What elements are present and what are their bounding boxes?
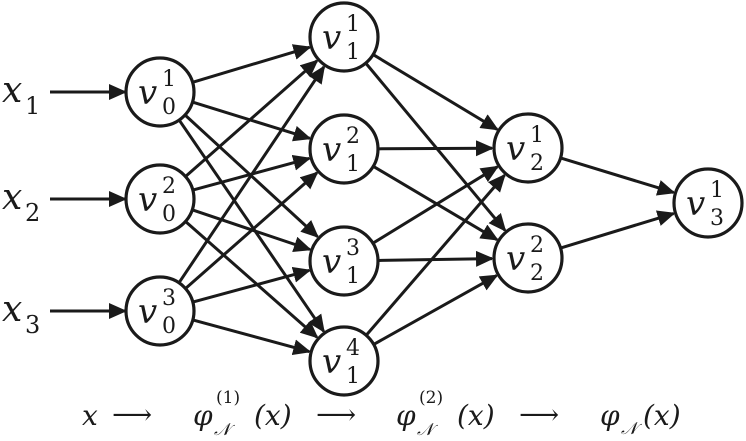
caption-arrow-3: ⟶ — [519, 398, 559, 431]
caption-arrow-2: ⟶ — [316, 398, 356, 431]
node-label-sup: 1 — [162, 67, 176, 92]
caption-phi-1-sup: (1) — [216, 388, 240, 408]
node-label-sub: 1 — [346, 152, 360, 177]
edge-l1n3-to-l2n0 — [365, 173, 506, 337]
input-arrows-group — [50, 84, 127, 319]
node-label-sup: 2 — [530, 233, 544, 258]
node-label-sub: 1 — [346, 364, 360, 389]
node-circle — [492, 222, 564, 294]
node-label-sub: 2 — [530, 261, 544, 286]
caption-phi-2: φ — [396, 399, 416, 432]
edge-l2n0-to-l3n0 — [560, 156, 676, 196]
node-label-sup: 1 — [530, 123, 544, 148]
node-label-sub: 0 — [162, 314, 176, 339]
caption-phi-final-arg: (x) — [643, 399, 681, 432]
edge-l1n1-to-l2n1 — [372, 165, 499, 241]
edge-l1n0-to-l2n0 — [372, 53, 499, 131]
node-label-base: v — [322, 242, 341, 282]
node-circle — [124, 56, 196, 128]
input-label-sub: 2 — [25, 199, 40, 227]
edge-l0n0-to-l1n3 — [177, 119, 325, 333]
node-label-base: v — [322, 18, 341, 58]
node-label-sup: 4 — [346, 336, 360, 361]
caption-arrow-1: ⟶ — [112, 398, 152, 431]
node-label-sub: 0 — [162, 202, 176, 227]
edge-l0n2-to-l1n0 — [177, 65, 326, 284]
node-circle — [492, 112, 564, 184]
edge-l0n0-to-l1n0 — [192, 44, 312, 84]
node-label-sub: 2 — [530, 151, 544, 176]
node-label-base: v — [138, 292, 157, 332]
input-label-base: x — [2, 70, 22, 111]
input-label-base: x — [2, 177, 22, 218]
caption-phi-final-sub: 𝒩 — [621, 419, 643, 439]
edge-l0n2-to-l1n3 — [192, 318, 312, 356]
node-label-sup: 1 — [710, 178, 724, 203]
node-label-base: v — [322, 130, 341, 170]
caption-phi-2-sub: 𝒩 — [417, 420, 439, 440]
node-circle — [308, 325, 380, 397]
caption-phi-2-arg: (x) — [457, 399, 495, 432]
node-label-sub: 1 — [346, 40, 360, 65]
edge-l1n2-to-l2n0 — [372, 165, 500, 245]
edge-l0n1-to-l1n3 — [184, 220, 319, 339]
node-label-sup: 3 — [346, 236, 360, 261]
edge-l0n2-to-l1n1 — [184, 171, 319, 290]
input-label-sub: 1 — [25, 92, 40, 120]
node-label-base: v — [506, 239, 525, 279]
node-label-base: v — [686, 184, 705, 224]
edge-l0n2-to-l1n2 — [192, 266, 312, 304]
input-label-base: x — [2, 289, 22, 330]
caption-phi-1-sub: 𝒩 — [214, 420, 236, 440]
edge-l0n1-to-l1n0 — [184, 59, 319, 178]
caption-phi-2-sup: (2) — [419, 388, 443, 408]
caption-phi-1-arg: (x) — [254, 399, 292, 432]
edge-l1n2-to-l2n1 — [377, 250, 495, 267]
node-label-sub: 1 — [346, 264, 360, 289]
node-label-sup: 2 — [162, 174, 176, 199]
node-label-sup: 3 — [162, 286, 176, 311]
caption-phi-1: φ — [193, 399, 213, 432]
node-circle — [124, 275, 196, 347]
node-label-base: v — [138, 73, 157, 113]
node-circle — [308, 1, 380, 73]
node-label-base: v — [322, 342, 341, 382]
edges-group — [177, 44, 676, 356]
node-label-base: v — [138, 180, 157, 220]
node-label-base: v — [506, 129, 525, 169]
edge-l2n1-to-l3n0 — [560, 210, 676, 250]
edge-l1n3-to-l2n1 — [372, 274, 499, 346]
caption-phi-final: φ — [600, 399, 620, 432]
caption-input-x: x — [82, 399, 98, 432]
edge-l1n1-to-l2n0 — [377, 140, 495, 157]
node-circle — [308, 113, 380, 185]
node-label-sup: 1 — [346, 12, 360, 37]
node-circle — [124, 163, 196, 235]
caption-formula: x ⟶ φ (1) 𝒩 (x) ⟶ φ (2) 𝒩 (x) ⟶ φ 𝒩 (x) — [82, 388, 681, 440]
node-circle — [672, 167, 744, 239]
node-label-sup: 2 — [346, 124, 360, 149]
node-label-sub: 3 — [710, 206, 724, 231]
node-label-sub: 0 — [162, 95, 176, 120]
input-label-sub: 3 — [25, 311, 40, 339]
node-circle — [308, 225, 380, 297]
